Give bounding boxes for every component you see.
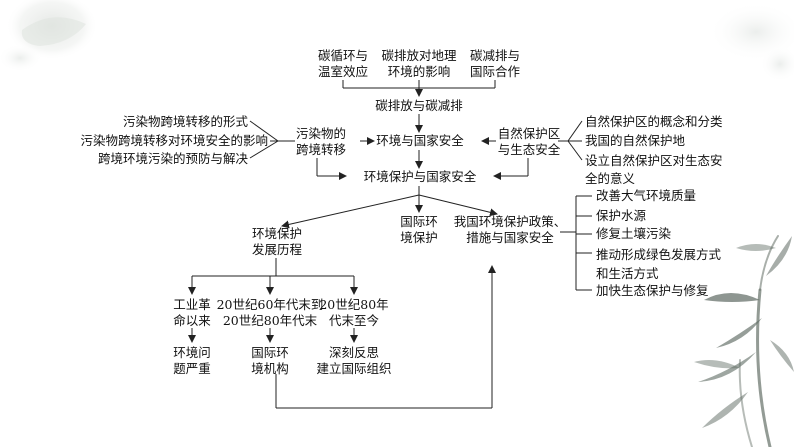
ink-blot-top-left xyxy=(0,0,98,72)
policy-item-air: 改善大气环境质量 xyxy=(596,188,697,203)
node-carbon-emission-reduction: 碳排放与碳减排 xyxy=(375,98,463,113)
stage-1980s-present: 20世纪80年 代末至今 xyxy=(319,297,389,328)
node-history: 环境保护 发展历程 xyxy=(251,226,302,257)
policy-item-green: 推动形成绿色发展方式 和生活方式 xyxy=(596,247,722,281)
bamboo-leaves xyxy=(694,236,794,428)
node-pollutant-transfer: 污染物的 跨境转移 xyxy=(295,126,346,157)
node-international: 国际环 境保护 xyxy=(400,214,438,245)
node-env-protection-national-security: 环境保护与国家安全 xyxy=(363,169,477,184)
left-item-transfer-forms: 污染物跨境转移的形式 xyxy=(122,114,248,129)
node-carbon-emission-effect: 碳排放对地理 环境的影响 xyxy=(381,48,457,79)
feature-env-problems: 环境问 题严重 xyxy=(173,345,211,376)
policy-item-ecology: 加快生态保护与修复 xyxy=(596,283,709,298)
policy-item-soil: 修复土壤污染 xyxy=(596,226,672,241)
node-china-policy: 我国环境保护政策、 措施与国家安全 xyxy=(453,214,567,245)
right-item-china-reserves: 我国的自然保护地 xyxy=(585,133,686,148)
node-nature-reserve: 自然保护区 与生态安全 xyxy=(497,126,561,157)
right-item-reserve-significance: 设立自然保护区对生态安 全的意义 xyxy=(585,153,723,186)
stage-industrial-revolution: 工业革 命以来 xyxy=(173,297,211,328)
node-carbon-cycle: 碳循环与 温室效应 xyxy=(317,48,368,79)
feature-intl-organizations: 深刻反思 建立国际组织 xyxy=(316,345,392,376)
node-env-national-security: 环境与国家安全 xyxy=(376,133,464,148)
ink-blot-top-right xyxy=(708,2,794,82)
left-item-transfer-impact: 污染物跨境转移对环境安全的影响 xyxy=(80,133,268,148)
node-carbon-reduction-cooperation: 碳减排与 国际合作 xyxy=(469,48,520,79)
left-item-prevention: 跨境环境污染的预防与解决 xyxy=(97,151,248,166)
right-item-reserve-concept: 自然保护区的概念和分类 xyxy=(585,114,723,129)
stage-1960s-1980s: 20世纪60年代末到 20世纪80年代末 xyxy=(216,297,324,328)
policy-item-water: 保护水源 xyxy=(596,208,647,223)
feature-intl-agencies: 国际环 境机构 xyxy=(251,345,289,376)
bamboo-decoration xyxy=(738,235,779,447)
